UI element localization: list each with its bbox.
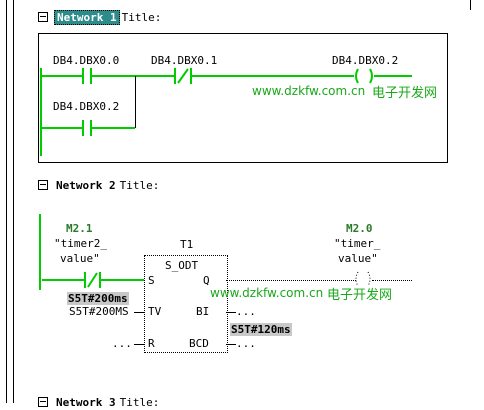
- coil-symbol-line2: value": [338, 252, 378, 265]
- nc-contact-icon: [174, 68, 192, 84]
- timer-name: T1: [180, 238, 194, 251]
- tv-input-wire: [134, 312, 144, 313]
- rung-wire: [101, 279, 144, 281]
- branch-wire: [92, 127, 135, 129]
- pin-q: Q: [203, 274, 210, 287]
- pin-bcd: BCD: [189, 337, 209, 350]
- left-margin-line: [6, 0, 7, 403]
- watermark-url: www.dzkfw.com.cn: [252, 84, 366, 98]
- watermark-cn: 电子开发网: [372, 86, 438, 101]
- remaining-time-value: S5T#120ms: [230, 323, 292, 336]
- network-2-title[interactable]: Title:: [119, 178, 160, 192]
- collapse-icon[interactable]: [38, 397, 48, 407]
- tv-status-value: S5T#200ms: [67, 292, 129, 305]
- rung-wire: [42, 75, 82, 77]
- rung-wire: [92, 75, 174, 77]
- rung-wire: [192, 75, 354, 77]
- bcd-output-value[interactable]: ...: [236, 337, 256, 350]
- rung-wire: [42, 279, 84, 281]
- contact-2-address: DB4.DBX0.1: [151, 54, 218, 67]
- pin-tv: TV: [148, 305, 162, 318]
- coil-address: DB4.DBX0.2: [332, 54, 399, 67]
- tv-input-value[interactable]: S5T#200MS: [69, 305, 129, 318]
- nc-contact-icon: [84, 272, 101, 288]
- network-1-panel[interactable]: [38, 33, 448, 163]
- right-margin-line: [470, 0, 471, 10]
- collapse-icon[interactable]: [38, 12, 48, 22]
- timer-type: S_ODT: [165, 259, 199, 272]
- power-rail: [40, 68, 42, 156]
- watermark-url: www.dzkfw.com.cn: [210, 286, 324, 300]
- r-input-value[interactable]: ...: [112, 337, 132, 350]
- bcd-output-wire: [226, 344, 236, 345]
- contact-3-address: DB4.DBX0.2: [53, 100, 120, 113]
- network-1-title[interactable]: Title:: [121, 10, 162, 24]
- contact-1-address: DB4.DBX0.0: [53, 54, 120, 67]
- pin-r: R: [148, 337, 155, 350]
- network-1-header[interactable]: Network 1 Title:: [38, 9, 161, 25]
- no-contact-icon: [82, 120, 92, 136]
- network-3-header[interactable]: Network 3 Title:: [38, 394, 159, 410]
- timer-block[interactable]: [144, 255, 228, 353]
- coil-icon: [355, 68, 373, 84]
- left-margin-line-2: [13, 0, 14, 403]
- contact-symbol-line1: "timer2_: [54, 237, 107, 250]
- rung-wire: [374, 75, 412, 77]
- network-1-label[interactable]: Network 1: [54, 9, 120, 25]
- contact-address: M2.1: [66, 222, 93, 235]
- pin-bi: BI: [196, 305, 210, 318]
- network-2-label[interactable]: Network 2: [56, 178, 116, 192]
- q-output-wire: [372, 280, 412, 281]
- branch-join: [135, 76, 136, 128]
- network-3-label[interactable]: Network 3: [56, 395, 116, 409]
- coil-symbol-line1: "timer_: [334, 237, 381, 250]
- r-input-wire: [134, 344, 144, 345]
- network-3-title[interactable]: Title:: [119, 395, 160, 409]
- pin-s: S: [148, 274, 155, 287]
- q-output-wire: [226, 280, 356, 281]
- collapse-icon[interactable]: [38, 180, 48, 190]
- watermark-cn: 电子开发网: [327, 288, 393, 303]
- branch-wire: [42, 127, 82, 129]
- bi-output-wire: [226, 312, 236, 313]
- bi-output-value[interactable]: ...: [236, 305, 256, 318]
- network-2-header[interactable]: Network 2 Title:: [38, 177, 159, 193]
- contact-symbol-line2: value": [60, 252, 100, 265]
- coil-address: M2.0: [346, 222, 373, 235]
- no-contact-icon: [82, 68, 92, 84]
